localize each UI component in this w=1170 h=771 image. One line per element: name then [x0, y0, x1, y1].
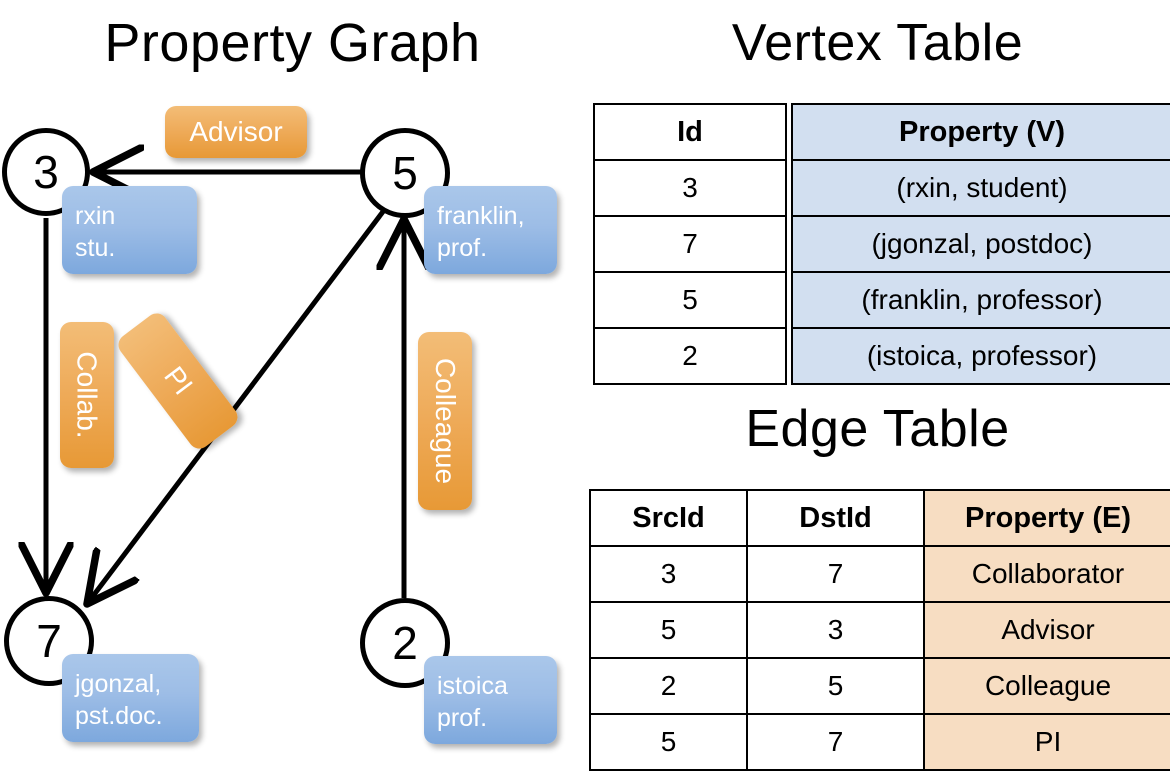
edge-table-header-row: SrcId DstId Property (E) — [589, 489, 1170, 547]
table-row[interactable]: 2 (istoica, professor) — [593, 327, 1170, 385]
edge-table-cell-property: PI — [923, 713, 1170, 771]
vertex-property-box-7-line2: pst.doc. — [75, 702, 163, 730]
edge-label-collab[interactable]: Collab. — [60, 322, 114, 468]
edge-table-cell-srcid: 5 — [589, 601, 748, 659]
vertex-node-2[interactable]: 2 — [360, 598, 450, 688]
vertex-table-header-row: Id Property (V) — [593, 103, 1170, 161]
edge-table-cell-srcid: 2 — [589, 657, 748, 715]
edge-label-colleague-text: Colleague — [430, 357, 462, 485]
edge-table-cell-dstid: 5 — [746, 657, 925, 715]
edge-table-cell-property: Collaborator — [923, 545, 1170, 603]
edge-label-collab-text: Collab. — [72, 351, 104, 439]
edge-table-cell-dstid: 3 — [746, 601, 925, 659]
property-graph-diagram: 3 5 7 2 rxin stu. franklin, prof. jgonza… — [0, 0, 585, 760]
vertex-property-box-5-line2: prof. — [437, 234, 488, 262]
vertex-property-box-3[interactable]: rxin stu. — [62, 186, 197, 274]
edge-label-colleague[interactable]: Colleague — [418, 332, 472, 510]
edge-label-advisor-text: Advisor — [189, 116, 283, 147]
vertex-table-cell-id: 3 — [593, 159, 787, 217]
vertex-table-column-gap — [786, 104, 792, 160]
edge-table-header-srcid: SrcId — [589, 489, 748, 547]
vertex-property-box-2[interactable]: istoica prof. — [424, 656, 557, 744]
edge-line-5-to-7 — [90, 203, 390, 600]
vertex-property-box-3-line1: rxin — [75, 202, 116, 230]
vertex-property-box-5[interactable]: franklin, prof. — [424, 186, 557, 274]
edge-table-cell-property: Advisor — [923, 601, 1170, 659]
edge-table-cell-srcid: 3 — [589, 545, 748, 603]
vertex-property-box-7[interactable]: jgonzal, pst.doc. — [62, 654, 199, 742]
edge-table-header-property: Property (E) — [923, 489, 1170, 547]
vertex-node-7-label: 7 — [36, 615, 62, 667]
page-title-vertex-table: Vertex Table — [731, 14, 1024, 72]
graph-edge-lines — [0, 0, 585, 760]
table-row[interactable]: 5 7 PI — [589, 713, 1170, 771]
vertex-table-header-id: Id — [593, 103, 787, 161]
edge-table-cell-property: Colleague — [923, 657, 1170, 715]
vertex-table-cell-property: (franklin, professor) — [791, 271, 1170, 329]
vertex-node-3-label: 3 — [33, 146, 59, 198]
table-row[interactable]: 5 3 Advisor — [589, 601, 1170, 659]
table-row[interactable]: 2 5 Colleague — [589, 657, 1170, 715]
table-row[interactable]: 3 (rxin, student) — [593, 159, 1170, 217]
edge-label-pi-text: PI — [158, 360, 199, 401]
vertex-property-box-2-line2: prof. — [437, 704, 488, 732]
vertex-table-cell-property: (rxin, student) — [791, 159, 1170, 217]
vertex-table-column-gap — [786, 328, 792, 384]
edge-table-header-dstid: DstId — [746, 489, 925, 547]
vertex-table-column-gap — [786, 272, 792, 328]
edge-label-advisor[interactable]: Advisor — [165, 106, 307, 158]
table-row[interactable]: 3 7 Collaborator — [589, 545, 1170, 603]
vertex-table-cell-id: 7 — [593, 215, 787, 273]
vertex-table-cell-id: 5 — [593, 271, 787, 329]
vertex-table-cell-id: 2 — [593, 327, 787, 385]
vertex-property-box-5-line1: franklin, — [437, 202, 525, 230]
vertex-table-cell-property: (jgonzal, postdoc) — [791, 215, 1170, 273]
page-title-property-graph: Property Graph — [104, 13, 481, 73]
edge-table-cell-dstid: 7 — [746, 713, 925, 771]
page-title-edge-table: Edge Table — [745, 400, 1010, 458]
edge-table-cell-srcid: 5 — [589, 713, 748, 771]
table-row[interactable]: 7 (jgonzal, postdoc) — [593, 215, 1170, 273]
vertex-node-5-label: 5 — [392, 147, 418, 199]
vertex-node-2-label: 2 — [392, 617, 418, 669]
edge-table: SrcId DstId Property (E) 3 7 Collaborato… — [589, 489, 1170, 771]
vertex-table: Id Property (V) 3 (rxin, student) 7 (jgo… — [593, 103, 1170, 385]
vertex-table-header-property: Property (V) — [791, 103, 1170, 161]
vertex-property-box-7-line1: jgonzal, — [75, 670, 162, 698]
table-row[interactable]: 5 (franklin, professor) — [593, 271, 1170, 329]
vertex-property-box-3-line2: stu. — [75, 234, 116, 262]
vertex-table-column-gap — [786, 216, 792, 272]
vertex-table-cell-property: (istoica, professor) — [791, 327, 1170, 385]
vertex-property-box-2-line1: istoica — [437, 672, 508, 700]
vertex-table-column-gap — [786, 160, 792, 216]
edge-table-cell-dstid: 7 — [746, 545, 925, 603]
